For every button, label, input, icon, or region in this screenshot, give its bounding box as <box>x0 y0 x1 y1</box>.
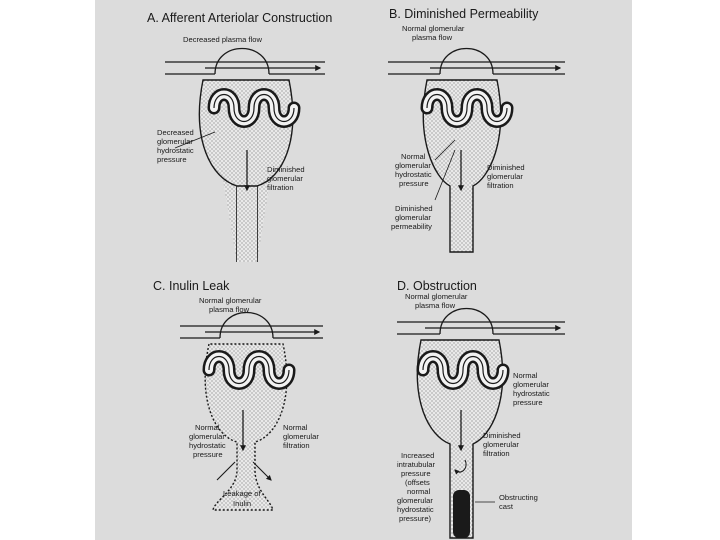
panel-b-label-glomerular: glomerular <box>395 161 431 170</box>
panel-d-label-cast: cast <box>499 502 514 511</box>
figure-canvas: A. Afferent Arteriolar Construction Decr… <box>95 0 632 540</box>
panel-d-label-glomerular-3: glomerular <box>397 496 433 505</box>
panel-d-label-normal-2: normal <box>407 487 431 496</box>
panel-c-label-normal-2: Normal <box>283 423 308 432</box>
panel-b-label-normal-plasma: Normal glomerular <box>402 24 465 33</box>
panel-d-label-hydrostatic-2: hydrostatic <box>397 505 434 514</box>
panel-d-label-pressure-2: pressure <box>401 469 431 478</box>
panel-d: D. Obstruction Normal glomerular plasma … <box>397 279 565 538</box>
panel-a-label-plasma-flow: Decreased plasma flow <box>183 35 262 44</box>
panel-c-title: C. Inulin Leak <box>153 279 230 293</box>
panel-d-label-glomerular-2: glomerular <box>483 440 519 449</box>
panel-d-label-glomerular: glomerular <box>513 380 549 389</box>
panel-c-label-hydrostatic: hydrostatic <box>189 441 226 450</box>
panel-b-label-glomerular-2: glomerular <box>487 172 523 181</box>
panel-c: C. Inulin Leak Normal glomerular plasma … <box>153 279 323 510</box>
panel-d-title: D. Obstruction <box>397 279 477 293</box>
panel-b-label-plasma-flow: plasma flow <box>412 33 453 42</box>
panel-a-title: A. Afferent Arteriolar Construction <box>147 11 332 25</box>
panel-a: A. Afferent Arteriolar Construction Decr… <box>147 11 332 262</box>
panel-a-label-glomerular-2: glomerular <box>267 174 303 183</box>
page-scan: A. Afferent Arteriolar Construction Decr… <box>95 0 632 540</box>
panel-a-label-hydrostatic: hydrostatic <box>157 146 194 155</box>
panel-a-glomerulus <box>165 49 325 263</box>
panel-b-label-normal: Normal <box>401 152 426 161</box>
panel-b: B. Diminished Permeability Normal glomer… <box>388 7 565 252</box>
panel-b-title: B. Diminished Permeability <box>389 7 539 21</box>
panel-d-label-diminished: Diminished <box>483 431 521 440</box>
panel-a-label-filtration: filtration <box>267 183 294 192</box>
panel-c-label-filtration: filtration <box>283 441 310 450</box>
panel-b-label-pressure: pressure <box>399 179 429 188</box>
panel-d-label-normal: Normal <box>513 371 538 380</box>
panel-c-label-normal-plasma: Normal glomerular <box>199 296 262 305</box>
panel-d-label-normal-plasma: Normal glomerular <box>405 292 468 301</box>
panel-c-label-glomerular-2: glomerular <box>283 432 319 441</box>
panel-d-label-pressure-3: pressure) <box>399 514 432 523</box>
panel-c-label-inulin: Inulin <box>233 499 251 508</box>
panel-b-label-glomerular-3: glomerular <box>395 213 431 222</box>
panel-c-label-leakage: Leakage of <box>223 489 261 498</box>
panel-d-label-hydrostatic: hydrostatic <box>513 389 550 398</box>
panel-b-label-diminished-2: Diminished <box>395 204 433 213</box>
panel-d-label-pressure: pressure <box>513 398 543 407</box>
panel-a-label-diminished: Diminished <box>267 165 305 174</box>
panel-c-label-plasma-flow: plasma flow <box>209 305 250 314</box>
panel-d-label-offsets: (offsets <box>405 478 430 487</box>
panel-d-label-obstructing: Obstructing <box>499 493 538 502</box>
panel-d-label-filtration: filtration <box>483 449 510 458</box>
panel-d-label-plasma-flow: plasma flow <box>415 301 456 310</box>
obstructing-cast <box>453 490 470 538</box>
panel-a-label-glomerular: glomerular <box>157 137 193 146</box>
panel-d-label-increased: Increased <box>401 451 434 460</box>
panel-a-label-decreased: Decreased <box>157 128 194 137</box>
panel-d-label-intratubular: intratubular <box>397 460 435 469</box>
panel-c-label-glomerular: glomerular <box>189 432 225 441</box>
panel-b-label-hydrostatic: hydrostatic <box>395 170 432 179</box>
panel-c-glomerulus <box>180 313 323 511</box>
panel-c-label-pressure: pressure <box>193 450 223 459</box>
panel-b-label-permeability: permeability <box>391 222 432 231</box>
panel-b-label-diminished: Diminished <box>487 163 525 172</box>
panel-b-label-filtration: filtration <box>487 181 514 190</box>
panel-a-label-pressure: pressure <box>157 155 187 164</box>
panel-c-label-normal: Normal <box>195 423 220 432</box>
